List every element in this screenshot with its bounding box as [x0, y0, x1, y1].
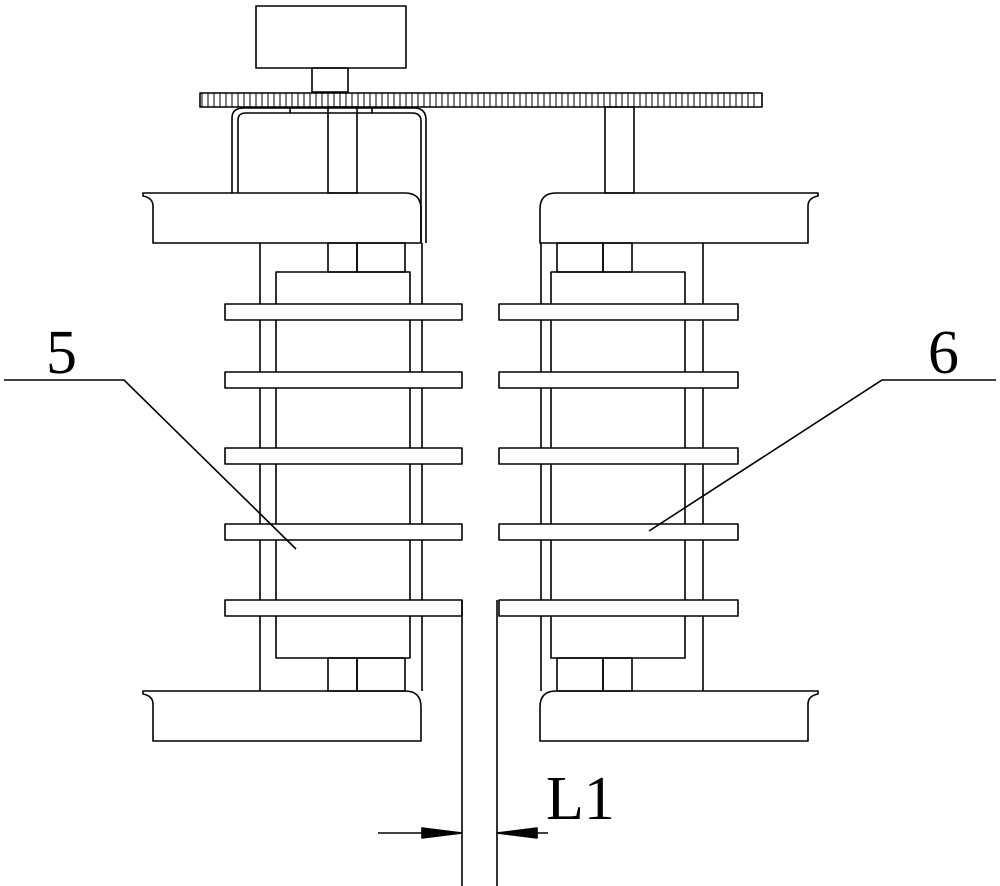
left-disc-1 [225, 304, 462, 320]
left-disc-2 [225, 372, 462, 388]
right-top-plate [540, 193, 818, 243]
right-top-shaft [605, 107, 634, 193]
left-coil-assembly [225, 243, 462, 691]
right-disc-2 [499, 372, 738, 388]
left-disc-3 [225, 448, 462, 464]
part-label-5: 5 [46, 322, 77, 384]
left-top-shaft [328, 107, 357, 193]
gear-bar [200, 93, 762, 107]
right-disc-4 [499, 524, 738, 540]
part-label-6: 6 [928, 322, 959, 384]
right-disc-5 [499, 600, 738, 616]
right-disc-3 [499, 448, 738, 464]
right-disc-1 [499, 304, 738, 320]
right-bottom-plate [540, 691, 818, 741]
left-bracket [232, 108, 426, 243]
dimension-l1 [378, 600, 548, 886]
right-coil-assembly [499, 243, 738, 691]
left-top-plate [143, 193, 421, 243]
motor-box [256, 6, 406, 68]
left-bottom-plate [143, 691, 421, 741]
left-disc-4 [225, 524, 462, 540]
gap-label-l1: L1 [546, 768, 615, 830]
left-disc-5 [225, 600, 462, 616]
motor-shaft [312, 68, 348, 92]
